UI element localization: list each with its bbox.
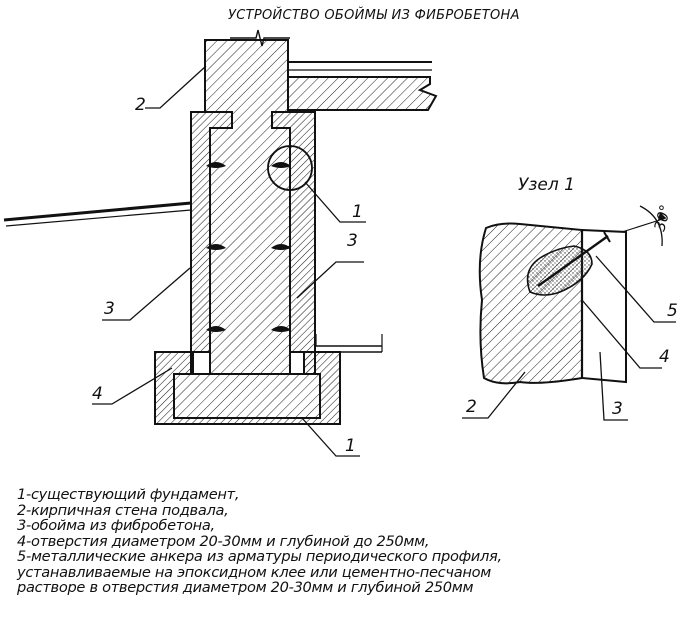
detail-anchor: [537, 235, 609, 287]
angle-arc: [639, 205, 663, 247]
detail-title: Узел 1: [518, 175, 575, 195]
callout-2-main: 2: [135, 95, 146, 115]
callout-3-right: 3: [347, 231, 358, 251]
callout-3-detail: 3: [612, 399, 623, 419]
detail-leaders: [462, 255, 676, 421]
basement-wall: [204, 39, 291, 375]
inner-floor: [315, 345, 382, 353]
callout-1-foundation: 1: [345, 436, 356, 456]
anchors: [206, 162, 291, 332]
legend-item-5-cont2: растворе в отверстия диаметром 20-30мм и…: [17, 579, 474, 596]
legend-item-5-cont: устанавливаемые на эпоксидном клее или ц…: [17, 563, 491, 581]
legend-item-5: 5-металлические анкера из арматуры перио…: [17, 548, 502, 565]
legend-item-1: 1-существующий фундамент,: [17, 486, 240, 503]
ground-hatch: [5, 209, 192, 227]
callout-5-detail: 5: [667, 301, 678, 321]
drawing-title: УСТРОЙСТВО ОБОЙМЫ ИЗ ФИБРОБЕТОНА: [228, 7, 520, 23]
detail-circle: [267, 145, 313, 191]
legend-item-2: 2-кирпичная стена подвала,: [17, 501, 229, 519]
ground-line: [3, 201, 192, 222]
callout-2-detail: 2: [466, 397, 477, 417]
callout-1-detail-ref: 1: [352, 202, 363, 222]
angle-label: 30°: [650, 203, 674, 233]
callout-4-main: 4: [92, 384, 103, 404]
main-section: [3, 29, 438, 425]
main-leaders: [92, 65, 366, 457]
break-mark: [230, 29, 290, 47]
foundation: [173, 373, 321, 419]
legend: 1-существующий фундамент, 2-кирпичная ст…: [17, 487, 687, 596]
legend-item-3: 3-обойма из фибробетона,: [17, 517, 215, 534]
legend-item-4: 4-отверстия диаметром 20-30мм и глубиной…: [17, 532, 430, 550]
callout-3-left: 3: [104, 299, 115, 319]
callout-4-detail: 4: [659, 347, 670, 367]
floor-slab: [287, 76, 438, 111]
detail-view: [478, 205, 667, 385]
